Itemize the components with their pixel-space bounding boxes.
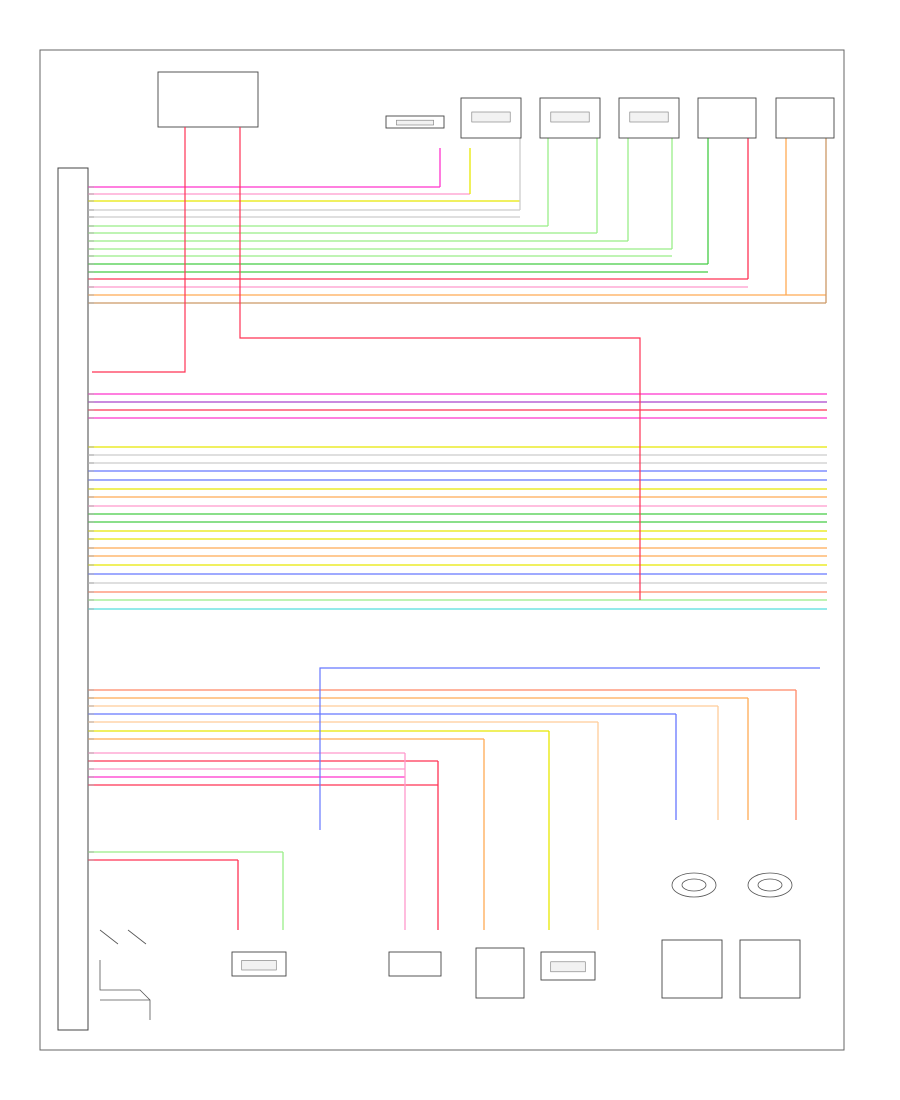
blue-loop-wire — [319, 667, 820, 830]
top-sensor-6 — [775, 97, 835, 139]
fuse-feed-left — [92, 127, 186, 373]
bottom-sensor-4 — [540, 951, 596, 981]
control-module — [57, 167, 89, 1031]
bottom-sensor-5 — [661, 939, 723, 999]
top-sensor-5 — [697, 97, 757, 139]
top-sensor-1 — [385, 115, 445, 129]
clock-spring-left — [671, 872, 717, 898]
component-group — [157, 71, 835, 999]
clock-spring-right — [747, 872, 793, 898]
bottom-switch-3 — [475, 947, 525, 999]
top-sensor-3 — [539, 97, 601, 139]
top-sensor-4 — [618, 97, 680, 139]
diagram-border — [39, 49, 845, 1051]
bottom-switch-2 — [388, 951, 442, 977]
bottom-sensor-6 — [739, 939, 801, 999]
drop-group — [237, 138, 827, 930]
fuse-block — [157, 71, 259, 128]
bottom-sensor-1 — [231, 951, 287, 977]
fuse-feed-right — [239, 127, 641, 600]
fuse-feeds — [92, 127, 820, 830]
dual-switch-symbol — [99, 929, 151, 1020]
top-sensor-2 — [460, 97, 522, 139]
wire-group — [88, 186, 827, 861]
